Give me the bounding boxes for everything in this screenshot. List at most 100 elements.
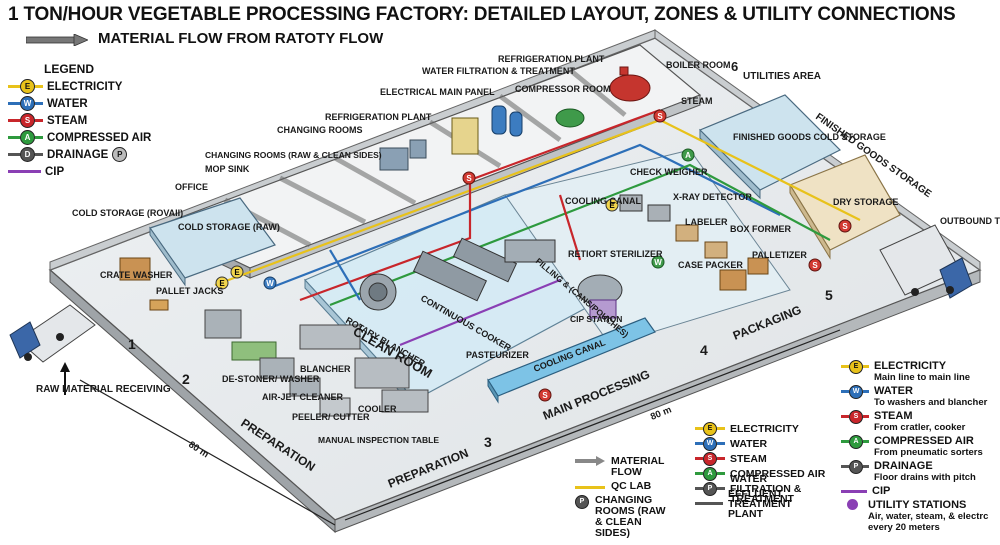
legend-line-icon <box>33 170 41 173</box>
legend-line-icon <box>841 390 849 393</box>
legend-line-icon <box>841 465 849 468</box>
utility-badges: E E W S S A W E S S S <box>215 109 852 402</box>
label-utilities-area: UTILITIES AREA <box>743 71 821 82</box>
utility-station-icon <box>847 499 858 510</box>
finished-storage-rooms <box>698 94 901 260</box>
bottom-legend-label: ELECTRICITY <box>730 422 799 435</box>
e-badge-icon: E <box>20 79 35 94</box>
label-compressor-room: COMPRESSOR ROOM <box>515 84 611 94</box>
legend-line-icon <box>841 490 849 493</box>
e-badge-icon: E <box>849 360 863 374</box>
bottom-legend-item: E ELECTRICITY <box>695 421 830 436</box>
label-zone-3: 3 <box>484 434 492 450</box>
label-cooler: COOLER <box>358 404 397 414</box>
bottom-legend-label: STEAM <box>730 452 767 465</box>
legend-line-icon <box>841 440 849 443</box>
svg-text:S: S <box>542 391 548 400</box>
legend-label: DRAINAGE <box>47 148 109 161</box>
legend-line-icon <box>717 442 725 445</box>
svg-text:W: W <box>654 258 662 267</box>
s-badge-icon: S <box>703 451 717 466</box>
right-legend-desc: Air, water, steam, & electrc every 20 me… <box>868 511 989 533</box>
a-badge-icon: A <box>20 130 35 145</box>
legend-line-icon <box>841 365 849 368</box>
s-badge-icon: S <box>20 113 35 128</box>
bottom-legend-label: COMPRESSED AIR <box>730 467 826 480</box>
label-zone-5: 5 <box>825 287 833 303</box>
label-dim-80a: 80 m <box>186 439 210 460</box>
label-pasteurizer: PASTEURIZER <box>466 350 529 360</box>
legend-line-icon <box>8 102 20 105</box>
label-manual-inspection: MANUAL INSPECTION TABLE <box>318 435 439 445</box>
label-boiler-room: BOILER ROOM <box>666 60 731 70</box>
right-legend-label: CIP <box>872 485 891 497</box>
legend-line-icon <box>695 457 703 460</box>
label-outbound-dock: OUTBOUND TRUCK DOCK <box>940 216 1000 226</box>
legend-line-icon <box>717 472 725 475</box>
legend-line-icon <box>849 490 861 493</box>
label-changing-rooms: CHANGING ROOMS <box>277 125 363 135</box>
bottom-legend-item: QC LAB <box>575 481 691 492</box>
legend-line-icon <box>695 502 703 505</box>
bottom-legend-label: QC LAB <box>611 480 652 492</box>
legend-line-icon <box>863 440 869 443</box>
label-zone-4: 4 <box>700 342 708 358</box>
label-zone-1: 1 <box>128 336 136 352</box>
label-cip-station: CIP STATION <box>570 314 622 324</box>
label-box-former: BOX FORMER <box>730 224 792 234</box>
legend-line-icon <box>863 415 869 418</box>
preparation-equipment <box>119 257 429 417</box>
line-icon <box>575 486 605 489</box>
label-finished-goods-cold: FINISHED GOODS COLD STORAGE <box>733 132 886 142</box>
page-title: 1 TON/HOUR VEGETABLE PROCESSING FACTORY:… <box>8 4 956 25</box>
page-subtitle: MATERIAL FLOW FROM RATOTY FLOW <box>25 30 383 47</box>
cooling-canal <box>487 317 656 404</box>
legend-label: CIP <box>45 165 65 178</box>
legend-line-icon <box>715 502 723 505</box>
svg-text:E: E <box>219 279 225 288</box>
legend-line-icon <box>703 502 715 505</box>
legend-line-icon <box>861 490 867 493</box>
bottom-legend-label: EFFLUENT TREATMENT PLANT <box>728 487 792 520</box>
svg-text:S: S <box>842 222 848 231</box>
label-refrigeration-plant-1: REFRIGERATION PLANT <box>325 112 432 122</box>
legend-line-icon <box>863 365 869 368</box>
svg-text:W: W <box>266 279 274 288</box>
bottom-legend-item: MATERIAL FLOW <box>575 456 691 478</box>
e-badge-icon: E <box>703 421 717 436</box>
legend-line-icon <box>8 85 20 88</box>
legend-label: WATER <box>47 97 88 110</box>
bottom-legend-label: CHANGING ROOMS (RAW & CLEAN SIDES) <box>595 494 666 539</box>
label-raw-material-receiving: RAW MATERIAL RECEIVING <box>36 384 171 395</box>
legend-line-icon <box>695 442 703 445</box>
legend-line-icon <box>35 136 43 139</box>
legend-line-icon <box>841 415 849 418</box>
legend-line-icon <box>8 170 20 173</box>
p-badge-icon: P <box>849 460 863 474</box>
w-badge-icon: W <box>20 96 35 111</box>
label-retort: RETIORT STERILIZER <box>568 249 663 259</box>
label-water-filtration: WATER FILTRATION & TREATMENT <box>422 66 575 76</box>
label-palletizer: PALLETIZER <box>752 250 807 260</box>
right-legend-label: ELECTRICITY <box>874 360 947 372</box>
s-badge-icon: S <box>849 410 863 424</box>
packaging-equipment <box>619 194 769 291</box>
label-cooling-canal-2: COOLING CANAL <box>565 196 641 206</box>
cold-storage-raw-room <box>149 197 276 287</box>
processing-equipment <box>359 237 623 319</box>
